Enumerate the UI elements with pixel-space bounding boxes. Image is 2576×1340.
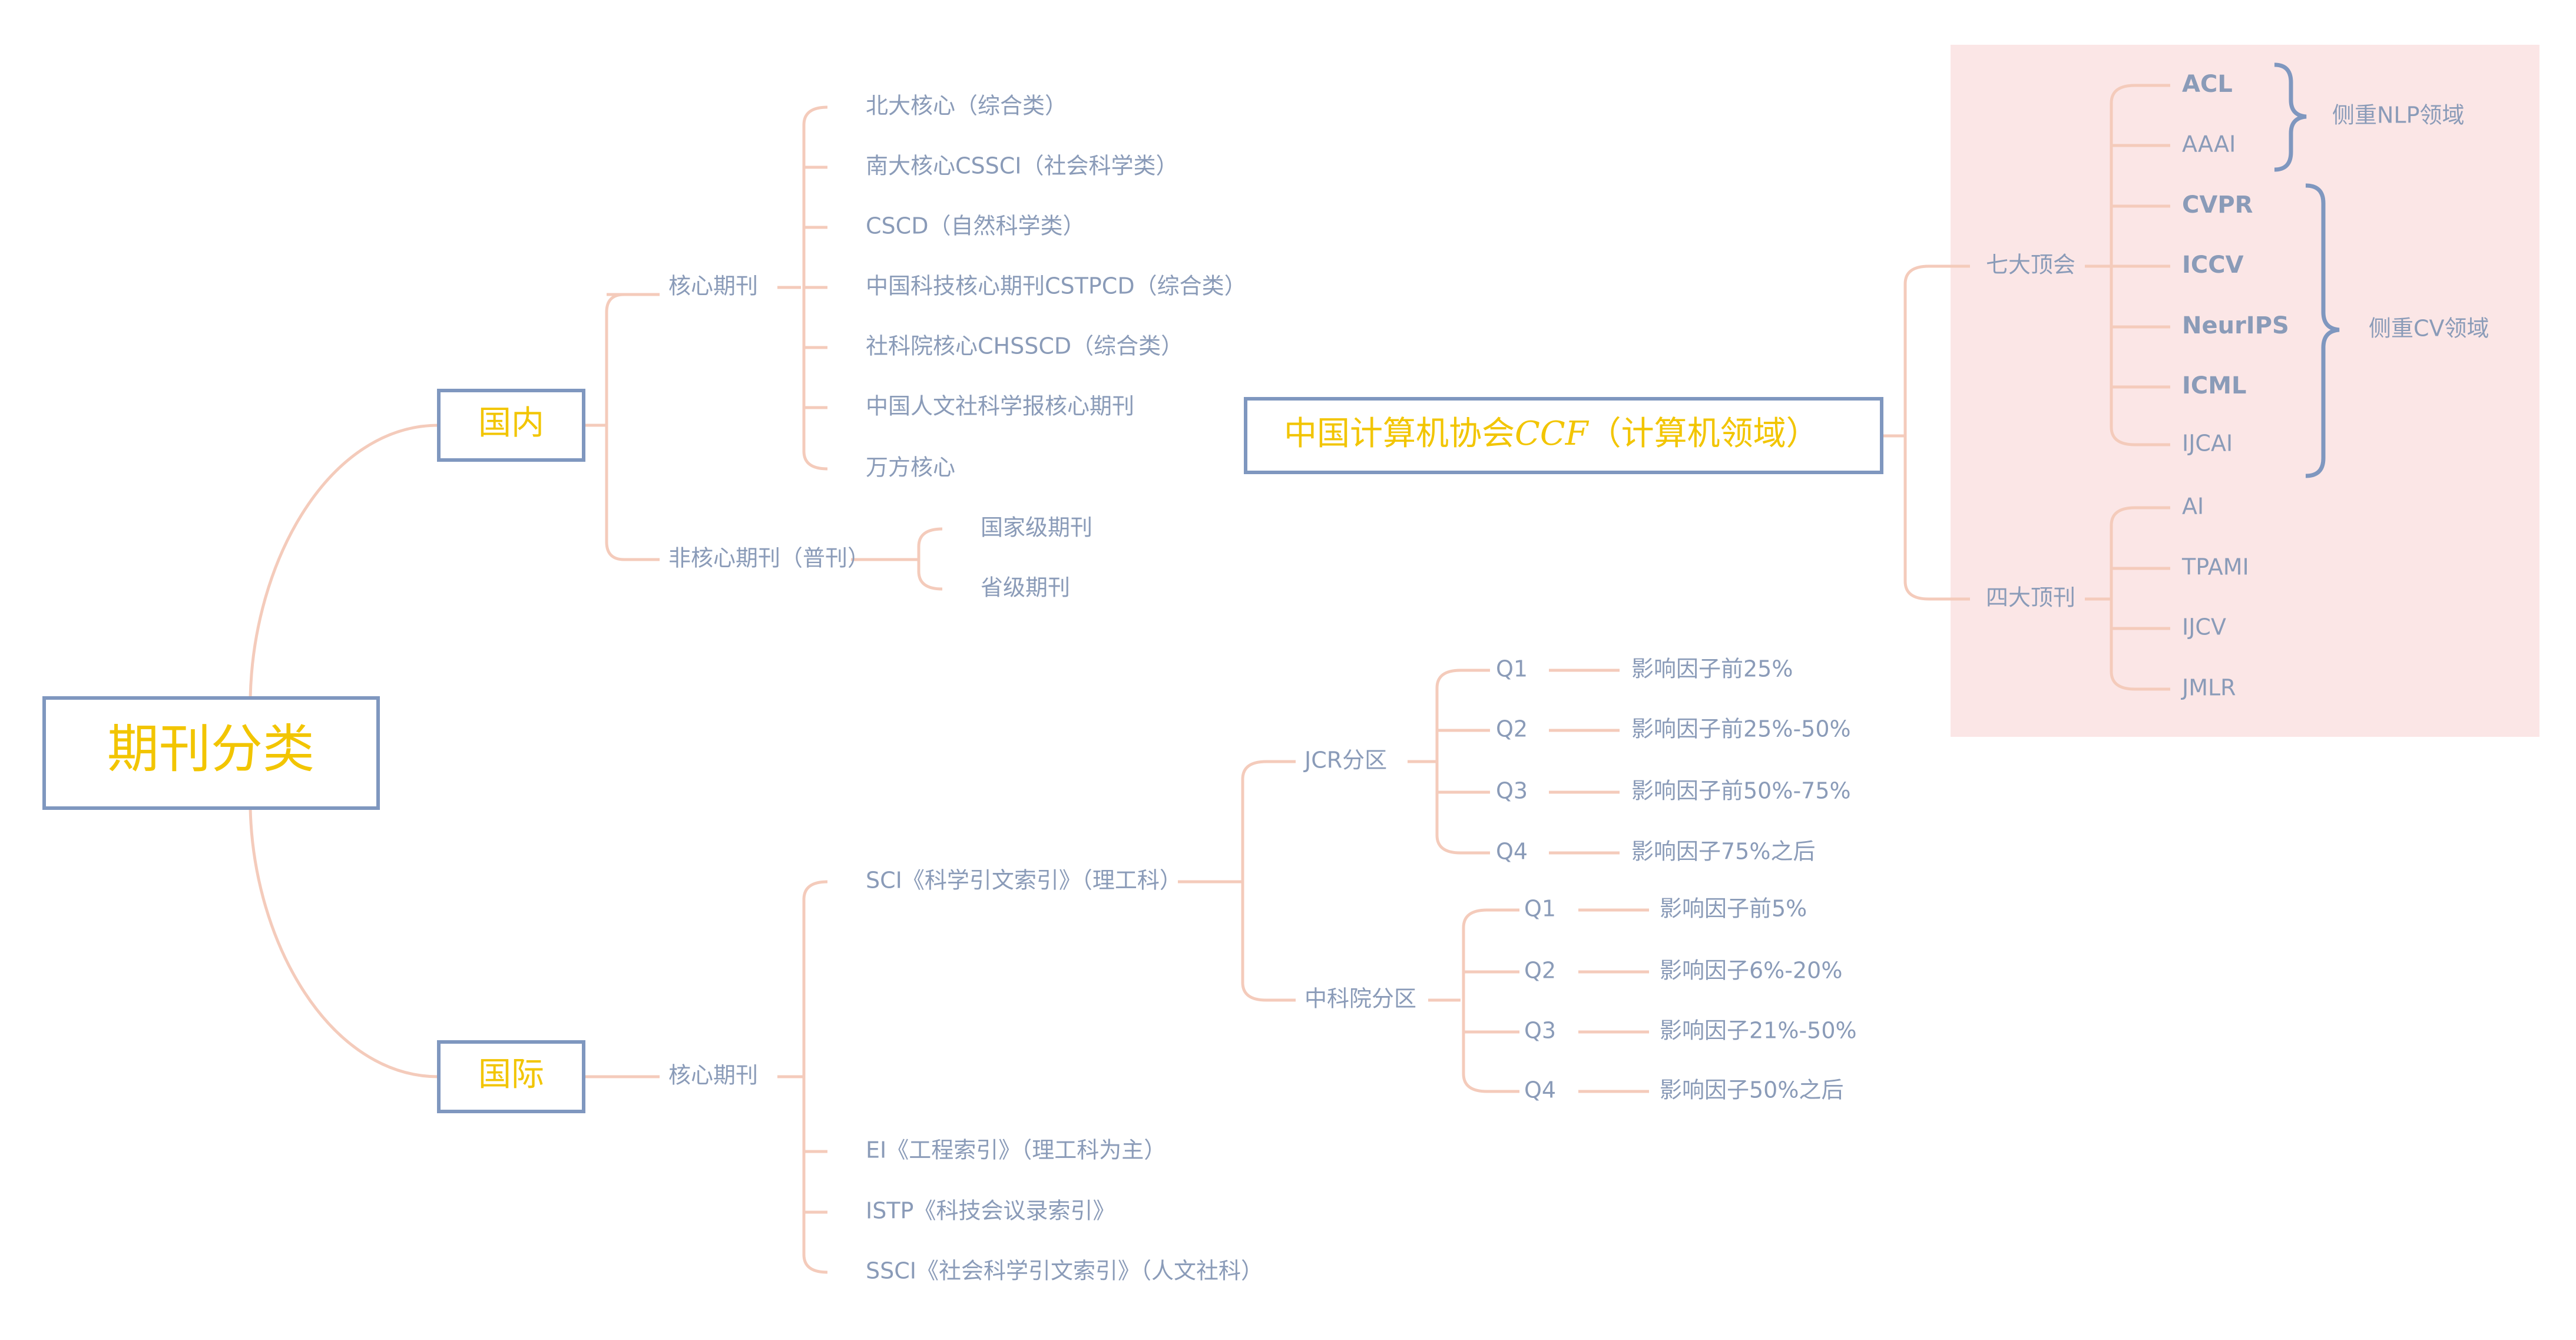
cv-focus-label: 侧重CV领域 <box>2369 316 2489 342</box>
root-title: 期刊分类 <box>107 719 314 779</box>
jcr-q1-desc: 影响因子前25% <box>1631 656 1793 682</box>
domestic-noncore-label: 非核心期刊（普刊） <box>668 545 870 571</box>
intl-label: 国际 <box>478 1056 544 1094</box>
intl-core-label: 核心期刊 <box>668 1063 758 1088</box>
top7-label: 七大顶会 <box>1986 252 2075 278</box>
jcr-q2-desc: 影响因子前25%-50% <box>1631 716 1851 742</box>
top7-item-icml: ICML <box>2182 372 2247 399</box>
top4-item-tpami: TPAMI <box>2181 554 2249 580</box>
nlp-brace <box>2274 62 2307 172</box>
domestic-noncore-item-2: 省级期刊 <box>981 575 1070 601</box>
jcr-q3: Q3 <box>1496 778 1528 804</box>
top7-item-acl: ACL <box>2182 71 2233 98</box>
intl-node[interactable] <box>437 1040 585 1113</box>
top4-item-jmlr: JMLR <box>2181 675 2236 701</box>
ccf-node[interactable] <box>1244 397 1883 474</box>
domestic-core-item-2: 南大核心CSSCI（社会科学类） <box>866 153 1178 179</box>
jcr-label: JCR分区 <box>1303 747 1387 773</box>
domestic-core-label: 核心期刊 <box>668 273 758 299</box>
domestic-core-item-6: 中国人文社科学报核心期刊 <box>866 393 1134 419</box>
intl-sci-label: SCI《科学引文索引》（理工科） <box>866 868 1182 894</box>
intl-ssci-label: SSCI《社会科学引文索引》（人文社科） <box>866 1258 1263 1284</box>
top7-item-ijcai: IJCAI <box>2182 431 2233 456</box>
top4-item-ai: AI <box>2182 494 2204 520</box>
domestic-core-item-5: 社科院核心CHSSCD（综合类） <box>866 333 1183 359</box>
ccf-label-italic: CCF <box>1515 415 1590 453</box>
top7-item-neurips: NeurIPS <box>2182 312 2289 339</box>
cas-q4: Q4 <box>1524 1077 1556 1103</box>
root-node[interactable] <box>42 696 380 810</box>
ccf-highlight-region <box>1951 45 2539 737</box>
root-to-domestic-connector <box>249 423 439 699</box>
jcr-q4: Q4 <box>1496 839 1528 865</box>
intl-core-trunk <box>802 880 828 1274</box>
ccf-label-suffix: （计算机领域） <box>1588 415 1819 453</box>
cv-brace <box>2305 183 2340 478</box>
top7-item-iccv: ICCV <box>2182 252 2244 279</box>
nlp-focus-label: 侧重NLP领域 <box>2332 102 2465 128</box>
domestic-trunk <box>605 293 625 561</box>
jcr-q3-desc: 影响因子前50%-75% <box>1631 778 1851 804</box>
cas-q1: Q1 <box>1524 896 1556 922</box>
cas-q4-desc: 影响因子50%之后 <box>1660 1077 1843 1103</box>
cas-q1-desc: 影响因子前5% <box>1660 896 1807 922</box>
cas-q3-desc: 影响因子21%-50% <box>1660 1018 1857 1044</box>
jcr-q4-desc: 影响因子75%之后 <box>1631 839 1815 865</box>
domestic-core-item-4: 中国科技核心期刊CSTPCD（综合类） <box>866 273 1247 299</box>
cas-q2: Q2 <box>1524 958 1556 984</box>
top4-item-ijcv: IJCV <box>2182 614 2226 640</box>
sci-trunk <box>1241 760 1267 1002</box>
domestic-node[interactable] <box>437 389 585 462</box>
cas-q2-desc: 影响因子6%-20% <box>1660 958 1842 984</box>
root-to-intl-connector <box>249 808 439 1078</box>
cas-trunk <box>1462 908 1488 1093</box>
jcr-trunk <box>1435 669 1461 855</box>
domestic-noncore-trunk <box>917 527 943 591</box>
domestic-core-item-7: 万方核心 <box>866 455 955 481</box>
domestic-core-item-1: 北大核心（综合类） <box>866 93 1067 119</box>
ccf-trunk <box>1903 264 1929 601</box>
ccf-label: 中国计算机协会CCF（计算机领域） <box>1284 415 1819 454</box>
top4-label: 四大顶刊 <box>1986 585 2075 611</box>
domestic-core-item-3: CSCD（自然科学类） <box>866 213 1085 239</box>
cas-q3: Q3 <box>1524 1018 1556 1044</box>
domestic-label: 国内 <box>478 404 544 442</box>
top4-trunk <box>2110 506 2135 691</box>
top7-item-aaai: AAAI <box>2182 131 2236 157</box>
jcr-q1: Q1 <box>1496 656 1528 682</box>
top7-item-cvpr: CVPR <box>2182 191 2253 219</box>
jcr-q2: Q2 <box>1496 716 1528 742</box>
intl-ei-label: EI《工程索引》（理工科为主） <box>866 1137 1166 1163</box>
intl-istp-label: ISTP《科技会议录索引》 <box>866 1198 1115 1224</box>
ccf-label-main: 中国计算机协会 <box>1284 415 1515 453</box>
domestic-noncore-item-1: 国家级期刊 <box>981 515 1092 541</box>
cas-label: 中科院分区 <box>1304 986 1416 1012</box>
